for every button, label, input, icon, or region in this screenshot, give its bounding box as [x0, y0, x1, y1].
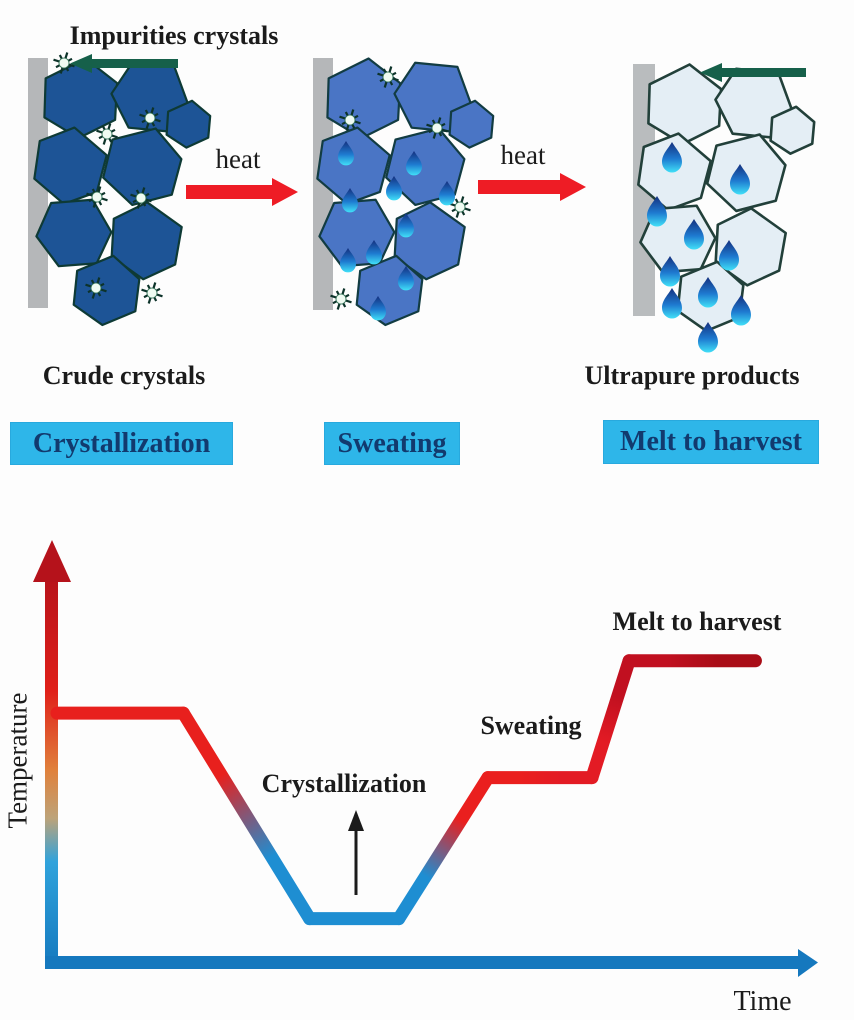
impurity-core [90, 282, 102, 294]
temperature-profile-segment [392, 771, 495, 926]
impurities-crystals-label: Impurities crystals [69, 21, 279, 50]
impurity-icon [339, 109, 361, 131]
water-droplet-icon [731, 295, 751, 326]
x-axis-label: Time [733, 986, 792, 1017]
crystal-hexagon [448, 99, 495, 149]
water-droplet-icon [370, 296, 386, 321]
impurity-icon [86, 186, 108, 208]
impurities-arrow-icon [700, 63, 806, 82]
impurity-icon [130, 187, 152, 209]
impurity-core [335, 293, 347, 305]
crystal-hexagon [102, 127, 183, 207]
x-axis-time-arrow [45, 949, 818, 977]
water-droplet-icon [342, 188, 358, 213]
impurities-arrow-icon [70, 54, 178, 73]
water-droplet-icon [730, 164, 750, 195]
impurity-icon [426, 117, 448, 139]
impurity-core [454, 201, 466, 213]
crystallization-pointer-arrow-icon [348, 810, 364, 895]
impurity-icon [53, 52, 75, 74]
temperature-profile-segment [585, 654, 636, 785]
crude-crystals-label: Crude crystals [42, 361, 206, 390]
temperature-profile-curve [50, 654, 762, 926]
impurity-particles [53, 52, 471, 310]
heat-label-1: heat [215, 144, 261, 174]
chart-annotation-crystallization: Crystallization [261, 769, 427, 798]
impurity-core [431, 122, 443, 134]
crystal-hexagon [35, 198, 113, 268]
impurity-core [144, 112, 156, 124]
impurity-core [91, 191, 103, 203]
stage-chip-melt-to-harvest: Melt to harvest [603, 420, 819, 464]
water-droplet-icon [684, 219, 704, 250]
impurity-icon [141, 282, 163, 304]
water-droplet-icon [439, 181, 455, 206]
crystal-hexagon [326, 57, 402, 140]
stage-chip-crystallization: Crystallization [10, 422, 233, 465]
water-droplet-icon [338, 141, 354, 166]
heat-arrow-icon [478, 173, 586, 201]
water-droplet-icon [662, 288, 682, 319]
temperature-profile-segment [176, 706, 317, 926]
process-diagram-graphic [28, 52, 816, 353]
ultrapure-products-label: Ultrapure products [584, 361, 800, 390]
impurity-core [135, 192, 147, 204]
water-droplet-icon [406, 151, 422, 176]
crystal-clusters [33, 57, 816, 333]
stage-chip-sweating: Sweating [324, 422, 460, 465]
water-droplet-icon [698, 322, 718, 353]
water-droplet-icon [398, 266, 414, 291]
water-droplet-icon [698, 277, 718, 308]
water-droplet-icon [647, 196, 667, 227]
crystal-hexagon [705, 133, 787, 213]
water-droplet-icon [662, 142, 682, 173]
heat-arrow-icon [186, 178, 298, 206]
crystal-hexagon [165, 99, 212, 149]
impurity-icon [139, 107, 161, 129]
water-droplet-icon [366, 240, 382, 265]
impurity-icon [330, 288, 352, 310]
water-droplet-icon [719, 240, 739, 271]
water-droplet-icon [398, 213, 414, 238]
water-droplet-icon [340, 248, 356, 273]
chart-annotation-melt-to-harvest: Melt to harvest [612, 607, 782, 636]
impurity-core [58, 57, 70, 69]
temperature-time-chart [33, 540, 818, 977]
water-droplet-icon [386, 176, 402, 201]
impurity-icon [85, 277, 107, 299]
crystal-hexagon [316, 126, 391, 206]
y-axis-label: Temperature [2, 692, 33, 829]
impurity-icon [449, 196, 471, 218]
water-droplet-icon [660, 256, 680, 287]
heat-label-2: heat [500, 140, 546, 170]
chart-annotation-sweating: Sweating [480, 711, 582, 740]
impurity-icon [96, 123, 118, 145]
crystal-hexagon [769, 105, 816, 155]
y-axis-temperature-arrow [33, 540, 71, 969]
impurity-core [382, 71, 394, 83]
impurity-icon [377, 66, 399, 88]
impurity-core [101, 128, 113, 140]
melt-droplets [338, 141, 751, 353]
impurity-core [344, 114, 356, 126]
impurity-core [146, 287, 158, 299]
